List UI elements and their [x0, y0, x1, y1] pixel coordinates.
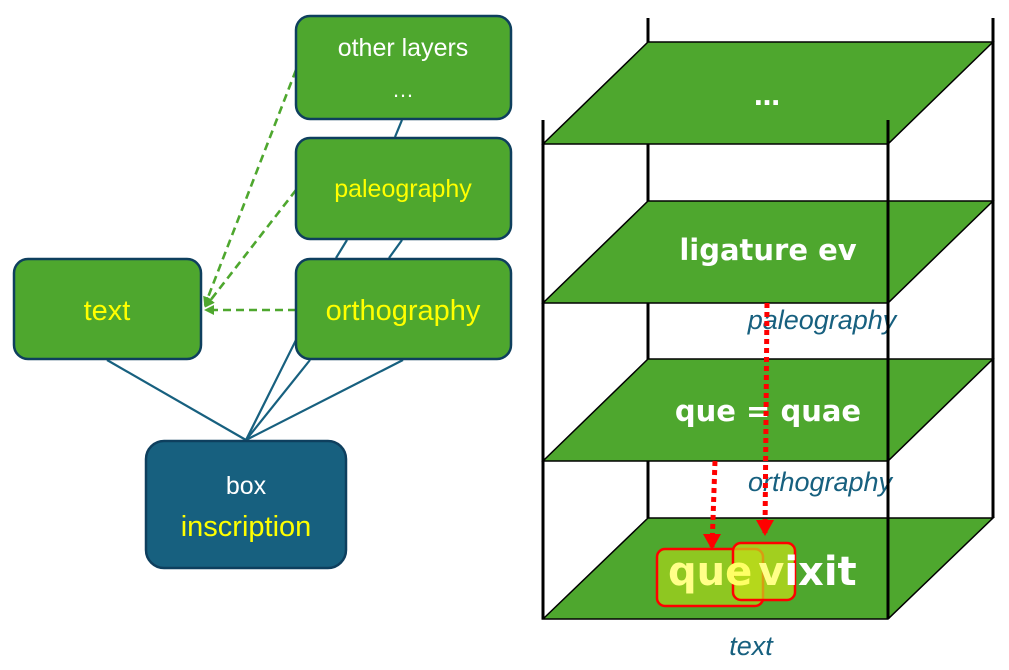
layer-paleography-label: ligature ev: [679, 233, 856, 267]
front-posts: [541, 120, 890, 619]
edge-text-root: [106, 359, 247, 441]
highlight-ev: [731, 541, 797, 602]
dashed-arrow-paleo-to-text: [204, 189, 298, 308]
word-vixit-v: v: [758, 549, 784, 595]
node-other-layers-ellipsis: …: [392, 77, 414, 102]
pointer-orthography-to-que: [703, 460, 721, 550]
annotation-text: text: [729, 631, 774, 661]
pointer-ligature-to-ev: [756, 302, 774, 536]
layer-stack: … ligature ev paleography que = quae ort…: [541, 18, 995, 661]
node-root-type-label: box: [226, 472, 267, 500]
node-orthography-label: orthography: [326, 295, 481, 327]
node-paleography-label: paleography: [334, 175, 472, 203]
layer-paleography[interactable]: ligature ev: [541, 200, 995, 304]
tree-dashed-arrows: [203, 69, 298, 315]
annotation-paleography: paleography: [747, 305, 898, 335]
node-other-layers-label: other layers: [338, 34, 469, 62]
edge-orth-root-b: [245, 359, 311, 441]
node-orthography[interactable]: orthography: [294, 257, 513, 361]
word-vixit-rest: ixit: [784, 549, 856, 595]
word-que-e: e: [725, 549, 752, 595]
edge-paleography-orthography-b: [388, 239, 403, 259]
edge-orth-root-a: [245, 339, 297, 441]
node-paleography[interactable]: paleography: [294, 136, 513, 241]
node-text[interactable]: text: [12, 257, 203, 361]
edge-orth-root-c: [245, 359, 404, 441]
node-other-layers[interactable]: other layers …: [294, 14, 513, 121]
edge-paleography-orthography-a: [335, 239, 348, 259]
node-root-inscription[interactable]: box inscription: [144, 439, 348, 570]
tree-diagram: other layers … paleography orthography t…: [12, 14, 513, 570]
tree-edges: [106, 119, 404, 441]
pointer-arrows: [703, 302, 774, 550]
layer-top[interactable]: …: [541, 41, 995, 145]
layer-top-label: …: [754, 82, 780, 112]
layer-orthography[interactable]: que = quae: [541, 358, 995, 462]
dashed-arrow-other-to-text: [203, 69, 298, 307]
node-text-label: text: [84, 295, 131, 327]
edge-other-paleography: [393, 119, 404, 138]
word-que-stem: qu: [668, 549, 725, 595]
annotation-orthography: orthography: [748, 467, 894, 497]
node-root-label: inscription: [181, 511, 312, 543]
